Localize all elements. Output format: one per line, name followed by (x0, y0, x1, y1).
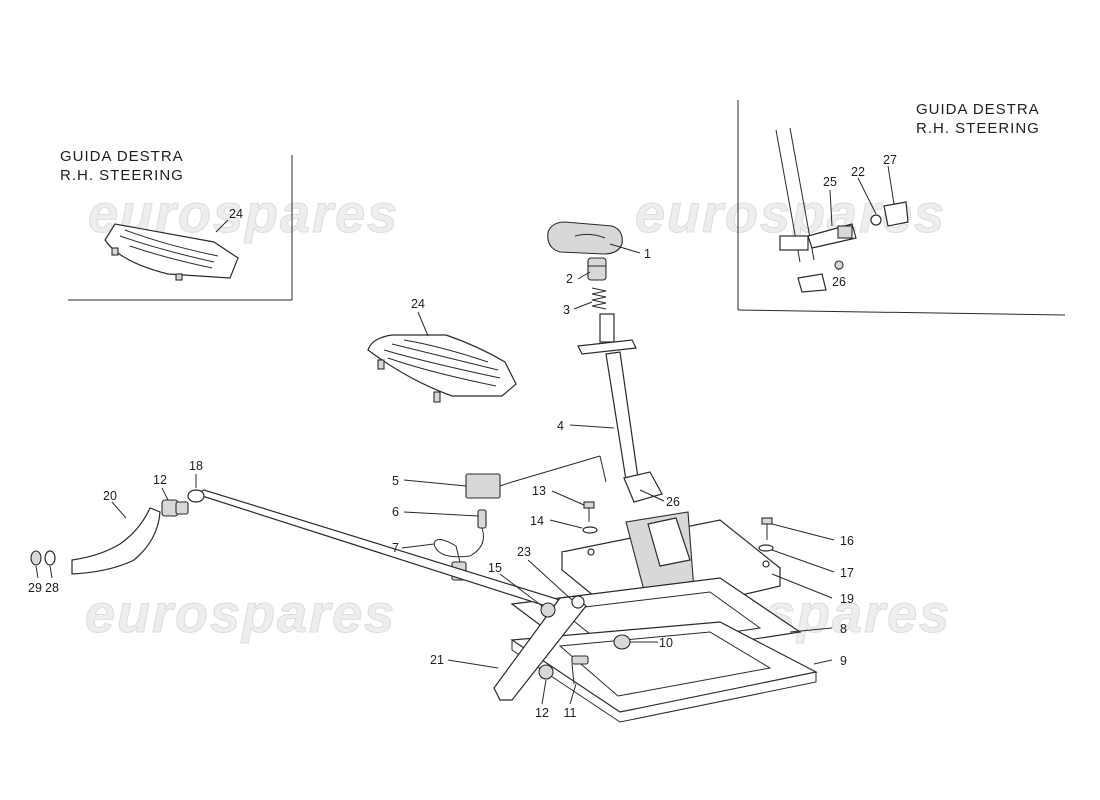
callout-26-inset: 26 (832, 275, 846, 289)
callout-12-upper: 12 (153, 473, 167, 487)
callout-18: 18 (189, 459, 203, 473)
callout-13: 13 (532, 484, 546, 498)
callout-26-main: 26 (666, 495, 680, 509)
callout-2: 2 (566, 272, 573, 286)
callout-22: 22 (851, 165, 865, 179)
right-inset-title: GUIDA DESTRA R.H. STEERING (916, 100, 1040, 138)
base-plate (510, 621, 818, 723)
callout-28: 28 (45, 581, 59, 595)
shift-knob (547, 221, 623, 255)
callout-12-lower: 12 (535, 706, 549, 720)
callout-10: 10 (659, 636, 673, 650)
nut-and-washer (30, 550, 56, 566)
callout-1: 1 (644, 247, 651, 261)
callout-4: 4 (557, 419, 564, 433)
knob-bushing (587, 257, 607, 281)
gate-cover (367, 334, 517, 403)
callout-24-inset: 24 (229, 207, 243, 221)
callout-16: 16 (840, 534, 854, 548)
spring (591, 287, 607, 310)
spacer (613, 634, 631, 650)
left-inset-title: GUIDA DESTRA R.H. STEERING (60, 147, 184, 185)
callout-9: 9 (840, 654, 847, 668)
callout-20: 20 (103, 489, 117, 503)
callout-21: 21 (430, 653, 444, 667)
callout-17: 17 (840, 566, 854, 580)
switch (465, 455, 607, 499)
rh-linkage (775, 127, 909, 293)
left-inset-frame (68, 155, 293, 301)
callout-15: 15 (488, 561, 502, 575)
callout-29: 29 (28, 581, 42, 595)
bolt-right (761, 517, 773, 540)
bolt-left (583, 501, 595, 522)
gear-lever (577, 313, 663, 503)
callout-25: 25 (823, 175, 837, 189)
callouts: 24 24 1 2 3 4 5 6 7 8 9 10 11 12 12 13 1… (28, 153, 897, 720)
callout-3: 3 (563, 303, 570, 317)
washer-right (758, 544, 774, 552)
callout-19: 19 (840, 592, 854, 606)
callout-11: 11 (564, 706, 577, 720)
callout-23: 23 (517, 545, 531, 559)
watermark-bottom-left: eurospares (85, 584, 396, 644)
callout-7: 7 (392, 541, 399, 555)
callout-5: 5 (392, 474, 399, 488)
linkage-lever (493, 595, 587, 701)
leader-lines (35, 165, 895, 705)
rod-joint (161, 499, 189, 517)
inset-gate-cover (104, 223, 239, 281)
lever-nut-lower (538, 664, 554, 680)
left-inset-title-line1: GUIDA DESTRA (60, 148, 184, 165)
callout-24-main: 24 (411, 297, 425, 311)
washer-left (582, 526, 598, 534)
lever-nut-upper (540, 602, 556, 618)
stud (571, 655, 589, 685)
callout-14: 14 (530, 514, 544, 528)
callout-27: 27 (883, 153, 897, 167)
right-inset-title-line2: R.H. STEERING (916, 120, 1040, 137)
callout-6: 6 (392, 505, 399, 519)
right-inset-title-line1: GUIDA DESTRA (916, 101, 1040, 118)
pedal-arm (71, 507, 161, 575)
left-inset-title-line2: R.H. STEERING (60, 167, 184, 184)
callout-8: 8 (840, 622, 847, 636)
right-inset-frame (737, 100, 1066, 316)
